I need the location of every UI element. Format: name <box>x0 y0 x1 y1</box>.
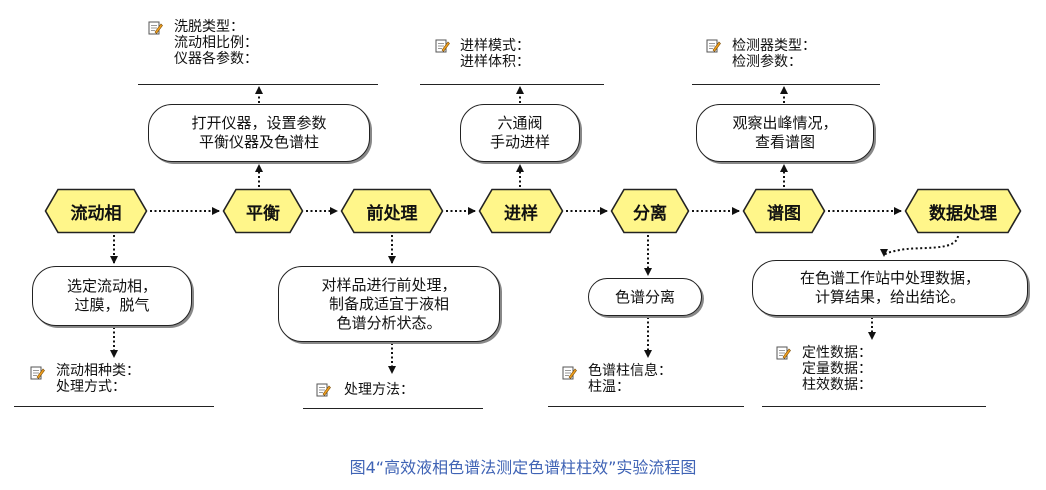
box-inject: 六通阀 手动进样 <box>460 104 580 162</box>
step-label: 谱图 <box>767 203 801 224</box>
box-pretreat: 对样品进行前处理， 制备成适宜于液相 色谱分析状态。 <box>278 266 500 342</box>
note-rule <box>762 406 986 407</box>
step-pretreatment: 前处理 <box>340 188 444 234</box>
step-label: 进样 <box>504 203 538 224</box>
step-label: 平衡 <box>246 203 280 224</box>
step-label: 分离 <box>633 203 667 224</box>
note-line: 流动相比例： <box>174 35 258 51</box>
box-line: 选定流动相， <box>66 277 157 295</box>
figure-caption: 图4“高效液相色谱法测定色谱柱柱效”实验流程图 <box>349 458 697 477</box>
hexagon-shape <box>478 188 564 234</box>
hexagon-shape <box>222 188 304 234</box>
box-data: 在色谱工作站中处理数据， 计算结果，给出结论。 <box>752 260 1028 316</box>
note-line: 流动相种类： <box>56 363 140 379</box>
box-line: 平衡仪器及色谱柱 <box>198 133 319 151</box>
note-icon <box>30 365 45 380</box>
note-line: 处理方法： <box>344 382 414 398</box>
note-line: 定量数据： <box>802 361 872 377</box>
hexagon-shape <box>904 188 1022 234</box>
hexagon-shape <box>44 188 148 234</box>
note-icon <box>562 365 577 380</box>
hexagon-shape <box>340 188 444 234</box>
note-line: 检测参数： <box>732 54 802 70</box>
note-rule <box>303 408 483 409</box>
note-icon <box>148 20 163 35</box>
box-separate: 色谱分离 <box>588 278 702 316</box>
box-line: 计算结果，给出结论。 <box>814 288 965 306</box>
note-line: 柱温： <box>588 379 630 395</box>
note-line: 仪器各参数： <box>174 51 258 67</box>
note-line: 色谱柱信息： <box>588 363 672 379</box>
step-separation: 分离 <box>610 188 690 234</box>
step-data-processing: 数据处理 <box>904 188 1022 234</box>
note-rule <box>692 84 880 85</box>
box-line: 对样品进行前处理， <box>321 275 457 294</box>
hexagon-shape <box>742 188 826 234</box>
note-line: 检测器类型： <box>732 38 816 54</box>
note-line: 处理方式： <box>56 379 126 395</box>
box-line: 在色谱工作站中处理数据， <box>799 269 980 287</box>
box-line: 色谱分离 <box>614 287 675 306</box>
step-balance: 平衡 <box>222 188 304 234</box>
note-line: 定性数据： <box>802 345 872 361</box>
note-icon <box>435 38 450 53</box>
step-chromatogram: 谱图 <box>742 188 826 234</box>
box-mobile: 选定流动相， 过膜，脱气 <box>32 266 192 326</box>
step-mobile-phase: 流动相 <box>44 188 148 234</box>
note-rule <box>138 84 378 85</box>
box-line: 六通阀 <box>497 114 543 132</box>
note-icon <box>706 38 721 53</box>
box-line: 观察出峰情况， <box>732 114 838 132</box>
note-line: 进样模式： <box>460 38 530 54</box>
note-rule <box>548 406 744 407</box>
hexagon-shape <box>610 188 690 234</box>
step-label: 前处理 <box>366 203 418 224</box>
box-line: 制备成适宜于液相 <box>328 294 449 313</box>
step-label: 流动相 <box>70 203 122 224</box>
step-label: 数据处理 <box>929 203 997 224</box>
box-line: 手动进样 <box>489 133 550 151</box>
box-line: 色谱分析状态。 <box>336 313 442 332</box>
note-rule <box>420 84 604 85</box>
step-injection: 进样 <box>478 188 564 234</box>
note-line: 洗脱类型： <box>174 19 244 35</box>
box-line: 打开仪器，设置参数 <box>191 114 327 132</box>
box-line: 过膜，脱气 <box>74 296 150 314</box>
box-balance: 打开仪器，设置参数 平衡仪器及色谱柱 <box>148 104 370 162</box>
box-line: 查看谱图 <box>754 133 815 151</box>
note-rule <box>14 406 214 407</box>
connector-arrow <box>880 235 959 257</box>
note-icon <box>776 345 791 360</box>
box-spectrum: 观察出峰情况， 查看谱图 <box>696 104 874 162</box>
note-icon <box>316 382 331 397</box>
note-line: 柱效数据： <box>802 377 872 393</box>
note-line: 进样体积： <box>460 54 530 70</box>
